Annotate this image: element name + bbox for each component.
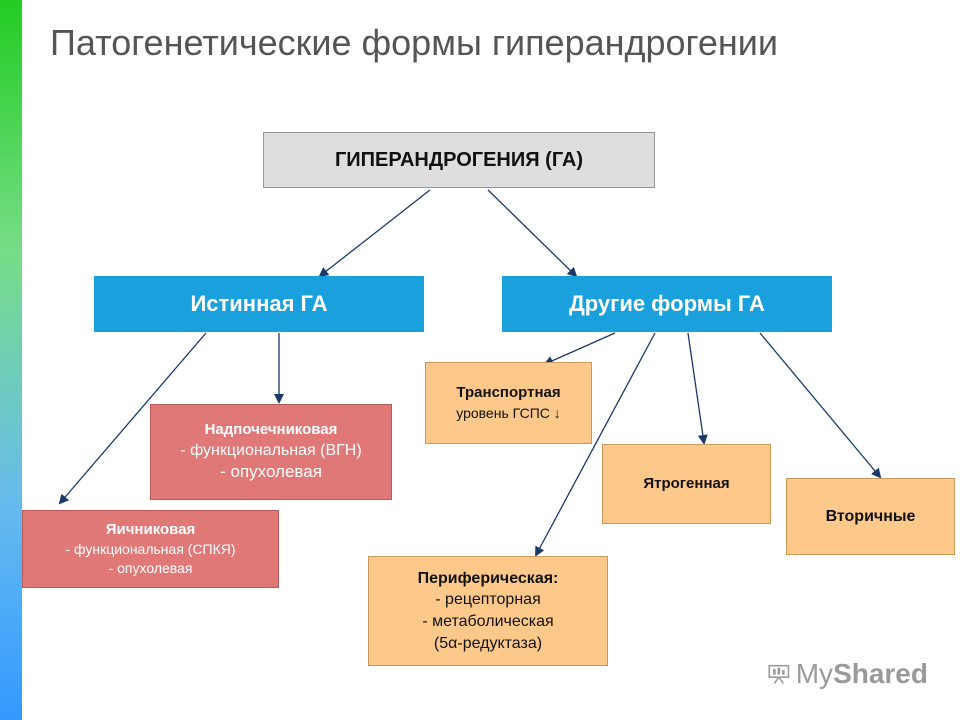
node-peripheral-line1: - рецепторная xyxy=(435,591,541,609)
node-other-ga-label: Другие формы ГА xyxy=(569,291,765,317)
watermark-brand-light: My xyxy=(795,658,834,689)
watermark-brand-bold: Shared xyxy=(833,658,928,689)
node-ovary: Яичниковая - функциональная (СПКЯ) - опу… xyxy=(22,510,279,588)
side-gradient-bar xyxy=(0,0,22,720)
node-iatrogenic: Ятрогенная xyxy=(602,444,771,524)
node-true-ga: Истинная ГА xyxy=(94,276,424,332)
arrow-other-to-secondary xyxy=(759,332,882,479)
root-node-label: ГИПЕРАНДРОГЕНИЯ (ГА) xyxy=(334,148,584,171)
node-peripheral-title: Периферическая: xyxy=(417,569,559,587)
node-peripheral: Периферическая: - рецепторная - метаболи… xyxy=(368,556,608,666)
node-adrenal-title: Надпочечниковая xyxy=(204,420,338,438)
node-peripheral-line3: (5α-редуктаза) xyxy=(433,634,543,652)
page-title: Патогенетические формы гиперандрогении xyxy=(50,22,779,63)
node-secondary-label: Вторичные xyxy=(825,507,916,525)
node-true-ga-label: Истинная ГА xyxy=(190,291,328,317)
arrow-root-to-true xyxy=(318,189,431,278)
node-ovary-line2: - опухолевая xyxy=(108,560,193,577)
node-ovary-title: Яичниковая xyxy=(105,520,196,538)
node-ovary-line1: - функциональная (СПКЯ) xyxy=(65,541,236,558)
arrow-root-to-other xyxy=(487,189,578,278)
node-transport-line1: уровень ГСПС ↓ xyxy=(456,404,561,421)
node-transport: Транспортная уровень ГСПС ↓ xyxy=(425,362,592,444)
node-peripheral-line2: - метаболическая xyxy=(422,613,554,630)
node-iatrogenic-label: Ятрогенная xyxy=(643,474,730,492)
arrow-other-to-transport xyxy=(543,332,616,366)
presentation-board-icon xyxy=(768,664,790,685)
root-node-hyperandrogenism: ГИПЕРАНДРОГЕНИЯ (ГА) xyxy=(263,132,655,188)
node-adrenal: Надпочечниковая - функциональная (ВГН) -… xyxy=(150,404,392,500)
node-adrenal-line2: - опухолевая xyxy=(220,462,322,482)
myshared-watermark: MyShared xyxy=(768,652,928,696)
arrow-other-to-iatro xyxy=(687,332,708,445)
node-secondary: Вторичные xyxy=(786,478,955,555)
node-transport-title: Транспортная xyxy=(456,384,561,402)
node-other-ga: Другие формы ГА xyxy=(502,276,832,332)
node-adrenal-line1: - функциональная (ВГН) xyxy=(180,441,362,459)
